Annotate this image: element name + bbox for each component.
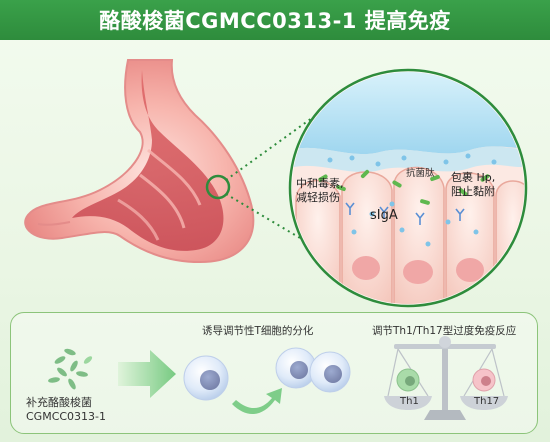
t-cell: [183, 355, 229, 401]
label-antibacterial-peptide: 抗菌肽: [406, 168, 435, 179]
label-neutralize-toxin-2: 减轻损伤: [296, 191, 340, 204]
label-t-cell-differentiation: 诱导调节性T细胞的分化: [202, 325, 314, 337]
page-title: 酪酸梭菌CGMCC0313-1 提高免疫: [99, 9, 451, 33]
balance-scale: [384, 336, 508, 420]
label-wrap-hp-1: 包裹 Hp,: [451, 171, 496, 184]
arrow-right-icon: [118, 350, 176, 398]
label-th1: Th1: [400, 396, 419, 407]
label-th-balance: 调节Th1/Th17型过度免疫反应: [372, 325, 517, 337]
label-supplement-1: 补充酪酸梭菌: [26, 396, 92, 409]
mechanism-panel: [10, 312, 538, 434]
label-neutralize-toxin-1: 中和毒素,: [296, 177, 344, 190]
label-supplement-2: CGMCC0313-1: [26, 410, 107, 423]
zoom-circle: [288, 68, 528, 308]
label-siga: sIgA: [370, 208, 398, 223]
title-banner: 酪酸梭菌CGMCC0313-1 提高免疫: [0, 0, 550, 40]
curved-arrow-icon: [232, 388, 282, 415]
stomach: [24, 59, 255, 264]
focus-ring: [205, 174, 231, 200]
label-th17: Th17: [474, 396, 500, 407]
regulatory-t-cells: [275, 347, 351, 393]
clostridium-cluster: [48, 348, 93, 390]
label-wrap-hp-2: 阻止黏附: [451, 185, 495, 198]
